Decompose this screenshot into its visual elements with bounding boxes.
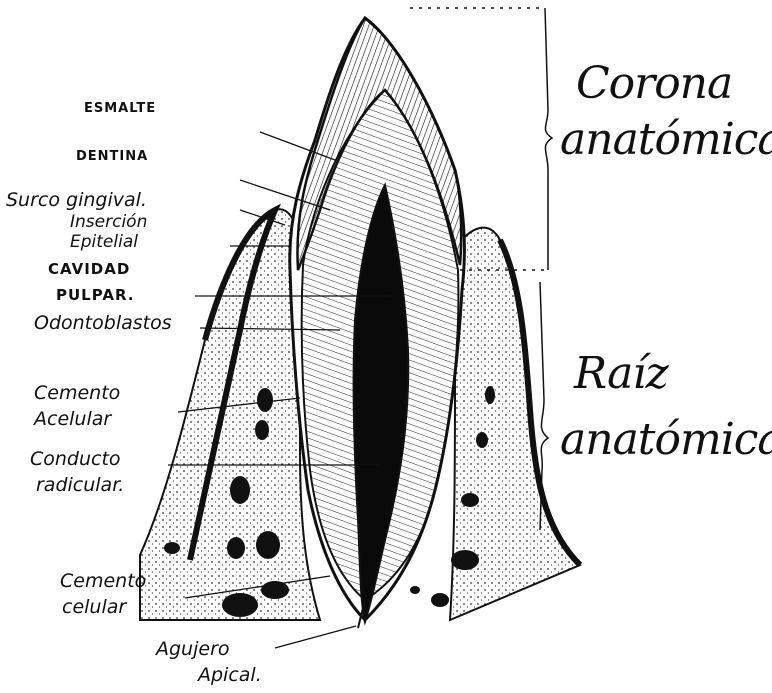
label-cavidad-1: CAVIDAD — [48, 262, 130, 277]
label-conducto-1: Conducto — [30, 450, 121, 469]
label-cemento-celular-1: Cemento — [60, 572, 146, 591]
label-surco-gingival: Surco gingival. — [6, 191, 147, 210]
region-raiz-2: anatómica. — [560, 418, 772, 462]
label-odontoblastos: Odontoblastos — [34, 314, 172, 333]
label-cavidad-2: PULPAR. — [56, 288, 134, 303]
region-corona-2: anatómica. — [560, 118, 772, 162]
label-dentina: DENTINA — [76, 150, 148, 163]
label-insercion-2: Epitelial — [70, 234, 138, 251]
region-corona-1: Corona — [576, 62, 732, 106]
label-cemento-acelular-2: Acelular — [34, 410, 111, 429]
label-esmalte: ESMALTE — [84, 102, 156, 115]
label-insercion-1: Inserción — [70, 214, 147, 231]
label-cemento-celular-2: celular — [62, 598, 126, 617]
region-raiz-1: Raíz — [574, 352, 668, 396]
label-conducto-2: radicular. — [36, 476, 124, 495]
label-agujero-1: Agujero — [156, 640, 230, 659]
label-agujero-2: Apical. — [198, 666, 262, 685]
label-cemento-acelular-1: Cemento — [34, 384, 120, 403]
